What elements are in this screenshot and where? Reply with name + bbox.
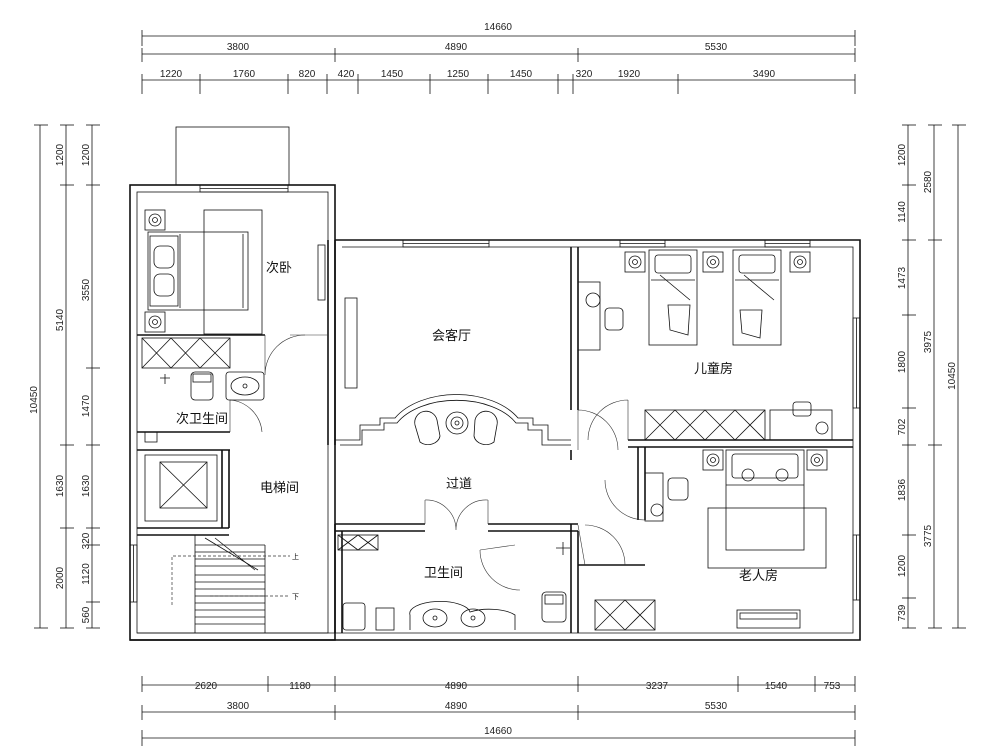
dim-left-outer: 5140 [55, 308, 66, 331]
dim-right-outer: 2580 [923, 170, 934, 193]
room-label-bedroom2: 次卧 [266, 260, 292, 276]
dim-right-inner: 1140 [897, 201, 908, 223]
dim-left-inner: 1630 [81, 474, 92, 497]
room-label-elevator: 电梯间 [260, 481, 299, 496]
room-label-living: 会客厅 [432, 328, 471, 344]
dim-bottom-detail: 3237 [646, 681, 669, 692]
dim-left-inner: 1200 [81, 143, 92, 166]
dim-bottom-mid-2: 4890 [445, 701, 468, 712]
dim-top-mid-3: 5530 [705, 42, 728, 53]
dim-left-inner: 1120 [81, 563, 92, 585]
dim-left-outer: 1630 [55, 474, 66, 497]
living-room-furniture [335, 394, 571, 446]
room-label-bathroom2: 次卫生间 [176, 411, 228, 427]
kids-room-furniture [577, 249, 833, 441]
dim-top-detail: 1920 [618, 69, 641, 80]
dim-bottom-total: 14660 [484, 726, 512, 737]
dim-left-outer: 1200 [55, 143, 66, 166]
dim-left-outer: 10450 [29, 386, 40, 414]
dim-bottom-detail: 753 [824, 681, 841, 692]
dim-top-mid-1: 3800 [227, 42, 250, 53]
windows [129, 184, 861, 603]
stair-down-label: 下 [292, 593, 299, 601]
stair-arrows [171, 555, 290, 605]
elevator-shaft [144, 454, 218, 522]
dim-bottom-mid-3: 5530 [705, 701, 728, 712]
dim-top-detail: 320 [576, 69, 593, 80]
dim-right-inner: 1473 [897, 266, 908, 289]
dim-bottom-detail: 1180 [289, 681, 311, 692]
dim-left-inner: 560 [81, 606, 92, 623]
dim-top-detail: 1760 [233, 69, 256, 80]
room-label-kids: 儿童房 [694, 361, 733, 377]
dim-right-outer: 10450 [947, 362, 958, 390]
dim-top-detail: 820 [299, 69, 316, 80]
dim-right-inner: 739 [897, 604, 908, 621]
bathroom-fixtures [337, 534, 570, 631]
room-label-hallway: 过道 [446, 477, 472, 492]
dim-right-inner: 702 [897, 418, 908, 435]
dimension-lines-right [902, 124, 966, 629]
dim-top-detail: 1450 [381, 69, 404, 80]
dim-bottom-mid-1: 3800 [227, 701, 250, 712]
dim-right-inner: 1200 [897, 143, 908, 166]
exterior-walls [129, 126, 861, 641]
bedroom2-furniture [141, 209, 263, 369]
elderly-room-furniture [594, 449, 828, 631]
staircase [194, 535, 266, 633]
dim-top-detail: 3490 [753, 69, 776, 80]
dimension-lines-bottom [141, 676, 856, 746]
dim-top-mid-2: 4890 [445, 42, 468, 53]
dim-left-inner: 3550 [81, 278, 92, 301]
dim-top-total: 14660 [484, 22, 512, 33]
door-swings [229, 334, 646, 591]
dim-top-detail: 1250 [447, 69, 470, 80]
room-label-bathroom: 卫生间 [424, 566, 463, 581]
dim-right-inner: 1800 [897, 350, 908, 373]
dim-top-detail: 1450 [510, 69, 533, 80]
dimension-lines-left [34, 124, 100, 629]
dim-top-detail: 420 [338, 69, 355, 80]
dim-left-inner: 320 [81, 532, 92, 549]
dim-right-outer: 3775 [923, 524, 934, 547]
stair-up-label: 上 [292, 552, 299, 561]
bathroom2-fixtures [144, 371, 265, 443]
dim-bottom-detail: 4890 [445, 681, 468, 692]
dim-right-inner: 1836 [897, 478, 908, 501]
dim-bottom-detail: 2620 [195, 681, 218, 692]
dim-right-outer: 3975 [923, 330, 934, 353]
dim-top-detail: 1220 [160, 69, 183, 80]
room-label-elderly: 老人房 [739, 568, 778, 584]
dimension-lines-top [141, 30, 856, 94]
dim-bottom-detail: 1540 [765, 681, 788, 692]
dim-left-inner: 1470 [81, 394, 92, 417]
dim-left-outer: 2000 [55, 566, 66, 589]
dim-right-inner: 1200 [897, 554, 908, 577]
